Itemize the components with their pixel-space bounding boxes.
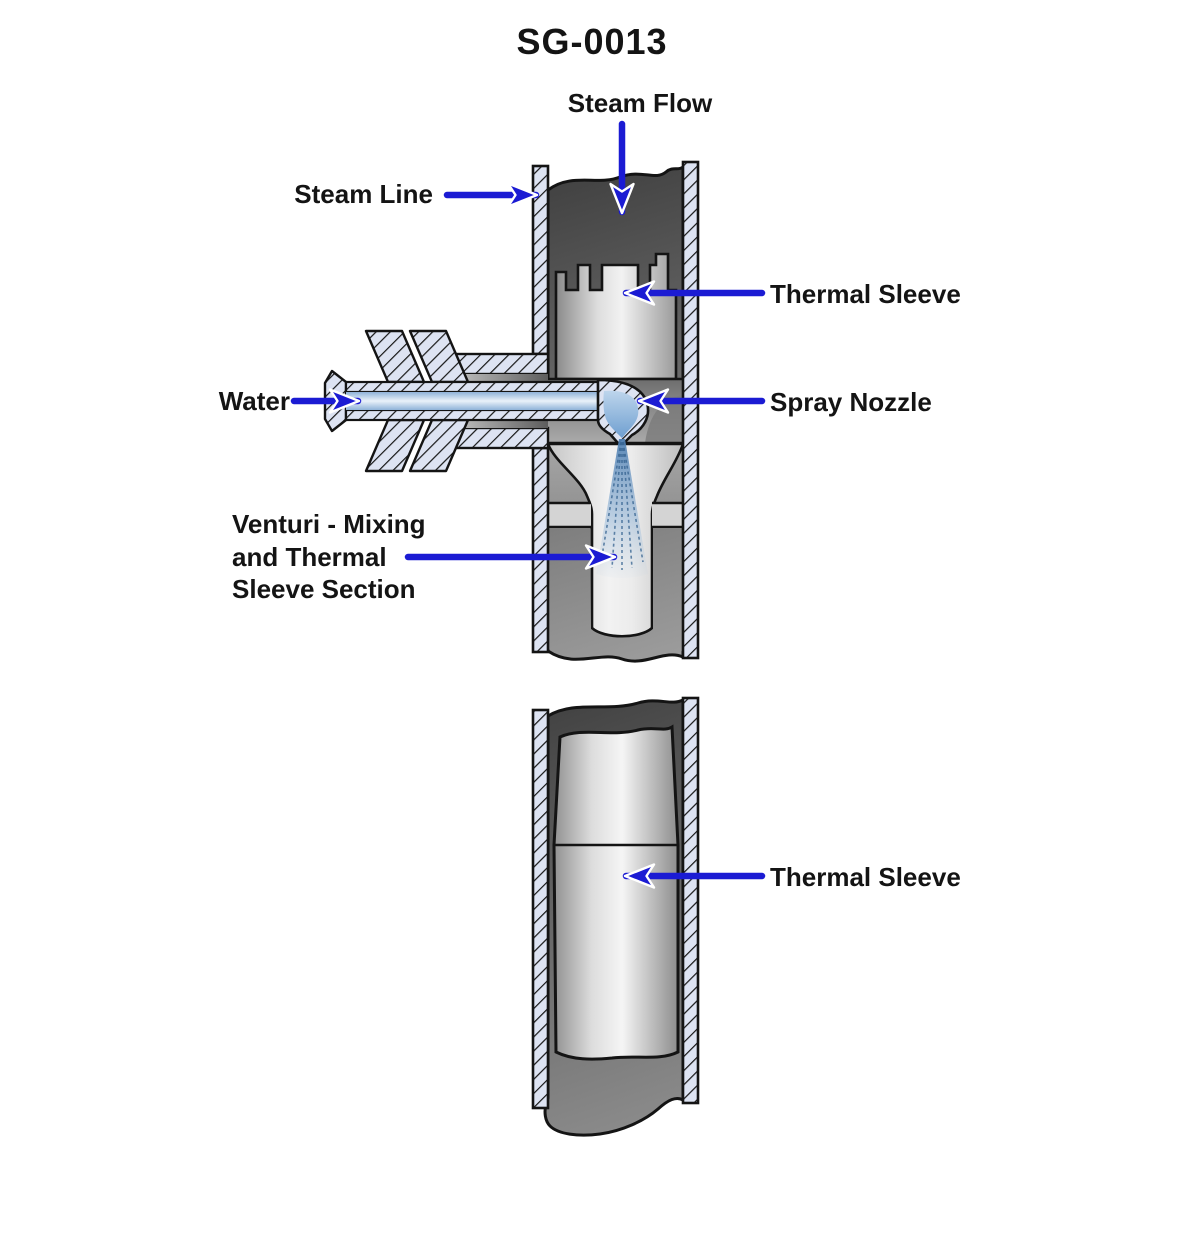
steam-side-left: [548, 528, 591, 650]
pipe-wall-right-upper: [681, 160, 700, 660]
water-tube-wall-top: [344, 380, 600, 394]
water-supply-assembly: [323, 329, 650, 578]
svg-text:Sleeve Section: Sleeve Section: [232, 574, 416, 604]
spray-nozzle-bulb: [603, 390, 639, 438]
label-steam-flow: Steam Flow: [568, 88, 713, 118]
chamber-shoulder-shade: [645, 395, 683, 443]
steam-side-right: [653, 528, 683, 652]
branch-shade-bottom: [448, 420, 548, 428]
label-venturi-section: Venturi - Mixing and Thermal Sleeve Sect…: [232, 509, 426, 604]
water-tube-wall-bottom: [344, 408, 600, 422]
branch-shade-top: [448, 374, 548, 382]
water-channel: [346, 392, 604, 410]
spray-cone: [596, 439, 648, 578]
diagram-title: SG-0013: [516, 21, 667, 62]
pipe-wall-left-mid: [531, 446, 550, 654]
sleeve-band: [548, 501, 683, 529]
label-spray-nozzle: Spray Nozzle: [770, 387, 932, 417]
thermal-sleeve-upper: [554, 252, 678, 381]
label-thermal-sleeve-top: Thermal Sleeve: [770, 279, 961, 309]
thermal-sleeve-lower: [552, 724, 680, 1061]
pipe-wall-right-lower: [681, 696, 700, 1105]
label-water: Water: [219, 386, 290, 416]
svg-text:and Thermal: and Thermal: [232, 542, 387, 572]
lower-pipe-section: [531, 696, 700, 1137]
label-thermal-sleeve-bottom: Thermal Sleeve: [770, 862, 961, 892]
pipe-wall-left-lower: [531, 708, 550, 1110]
svg-text:Venturi - Mixing: Venturi - Mixing: [232, 509, 426, 539]
annotations: SG-0013 Steam Flow Steam Line Thermal Sl…: [219, 21, 961, 892]
label-steam-line: Steam Line: [294, 179, 433, 209]
